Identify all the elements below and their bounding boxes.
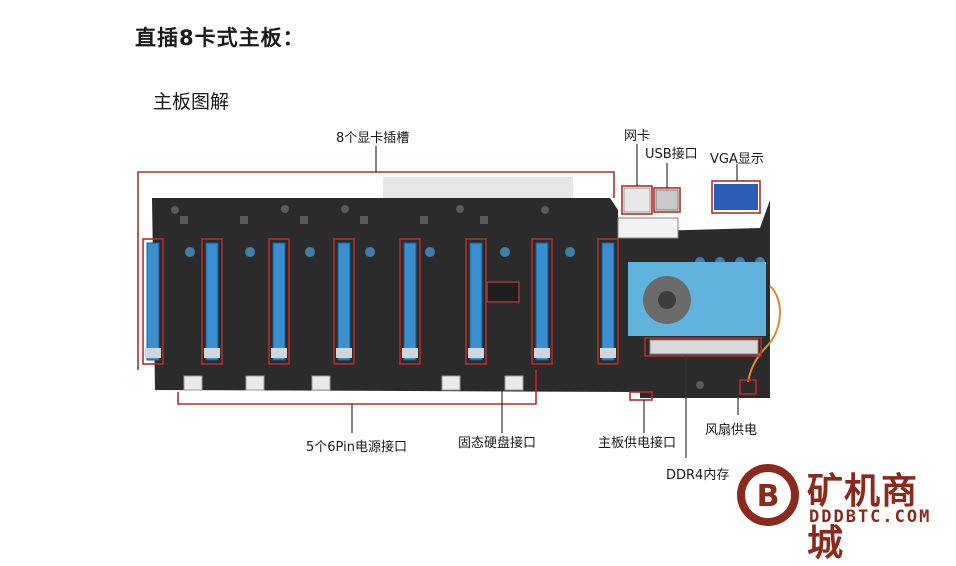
label-gpu-slots: 8个显卡插槽 (336, 131, 410, 146)
6pin-connectors (183, 375, 524, 391)
label-ssd: 固态硬盘接口 (458, 436, 537, 451)
network-port (623, 187, 651, 213)
label-ddr4: DDR4内存 (666, 468, 730, 483)
diagram-subtitle: 主板图解 (153, 91, 230, 113)
label-6pin-power: 5个6Pin电源接口 (306, 440, 407, 455)
svg-text:B: B (757, 479, 780, 514)
atx-24pin-connector (617, 217, 679, 239)
slot-latches (145, 348, 616, 358)
label-vga: VGA显示 (710, 152, 764, 167)
leader-lines (351, 144, 739, 458)
ssd-connector (486, 281, 520, 303)
fan-cable (747, 285, 781, 383)
label-usb: USB接口 (645, 147, 698, 162)
usb-port (655, 189, 679, 211)
label-fan-power: 风扇供电 (705, 423, 758, 438)
page-title: 直插8卡式主板： (135, 26, 305, 50)
vga-port (714, 184, 758, 210)
motherboard-diagram (137, 144, 781, 458)
board-components (171, 205, 704, 389)
brand-url: DDDBTC.COM (809, 507, 932, 527)
pcie-slots (146, 242, 615, 361)
label-network: 网卡 (624, 129, 651, 144)
bitcoin-b-icon: B (737, 464, 799, 526)
ddr4-slot (649, 339, 759, 355)
brand-logo: B 矿机商城 DDDBTC.COM (735, 462, 950, 564)
label-board-power: 主板供电接口 (598, 436, 677, 451)
